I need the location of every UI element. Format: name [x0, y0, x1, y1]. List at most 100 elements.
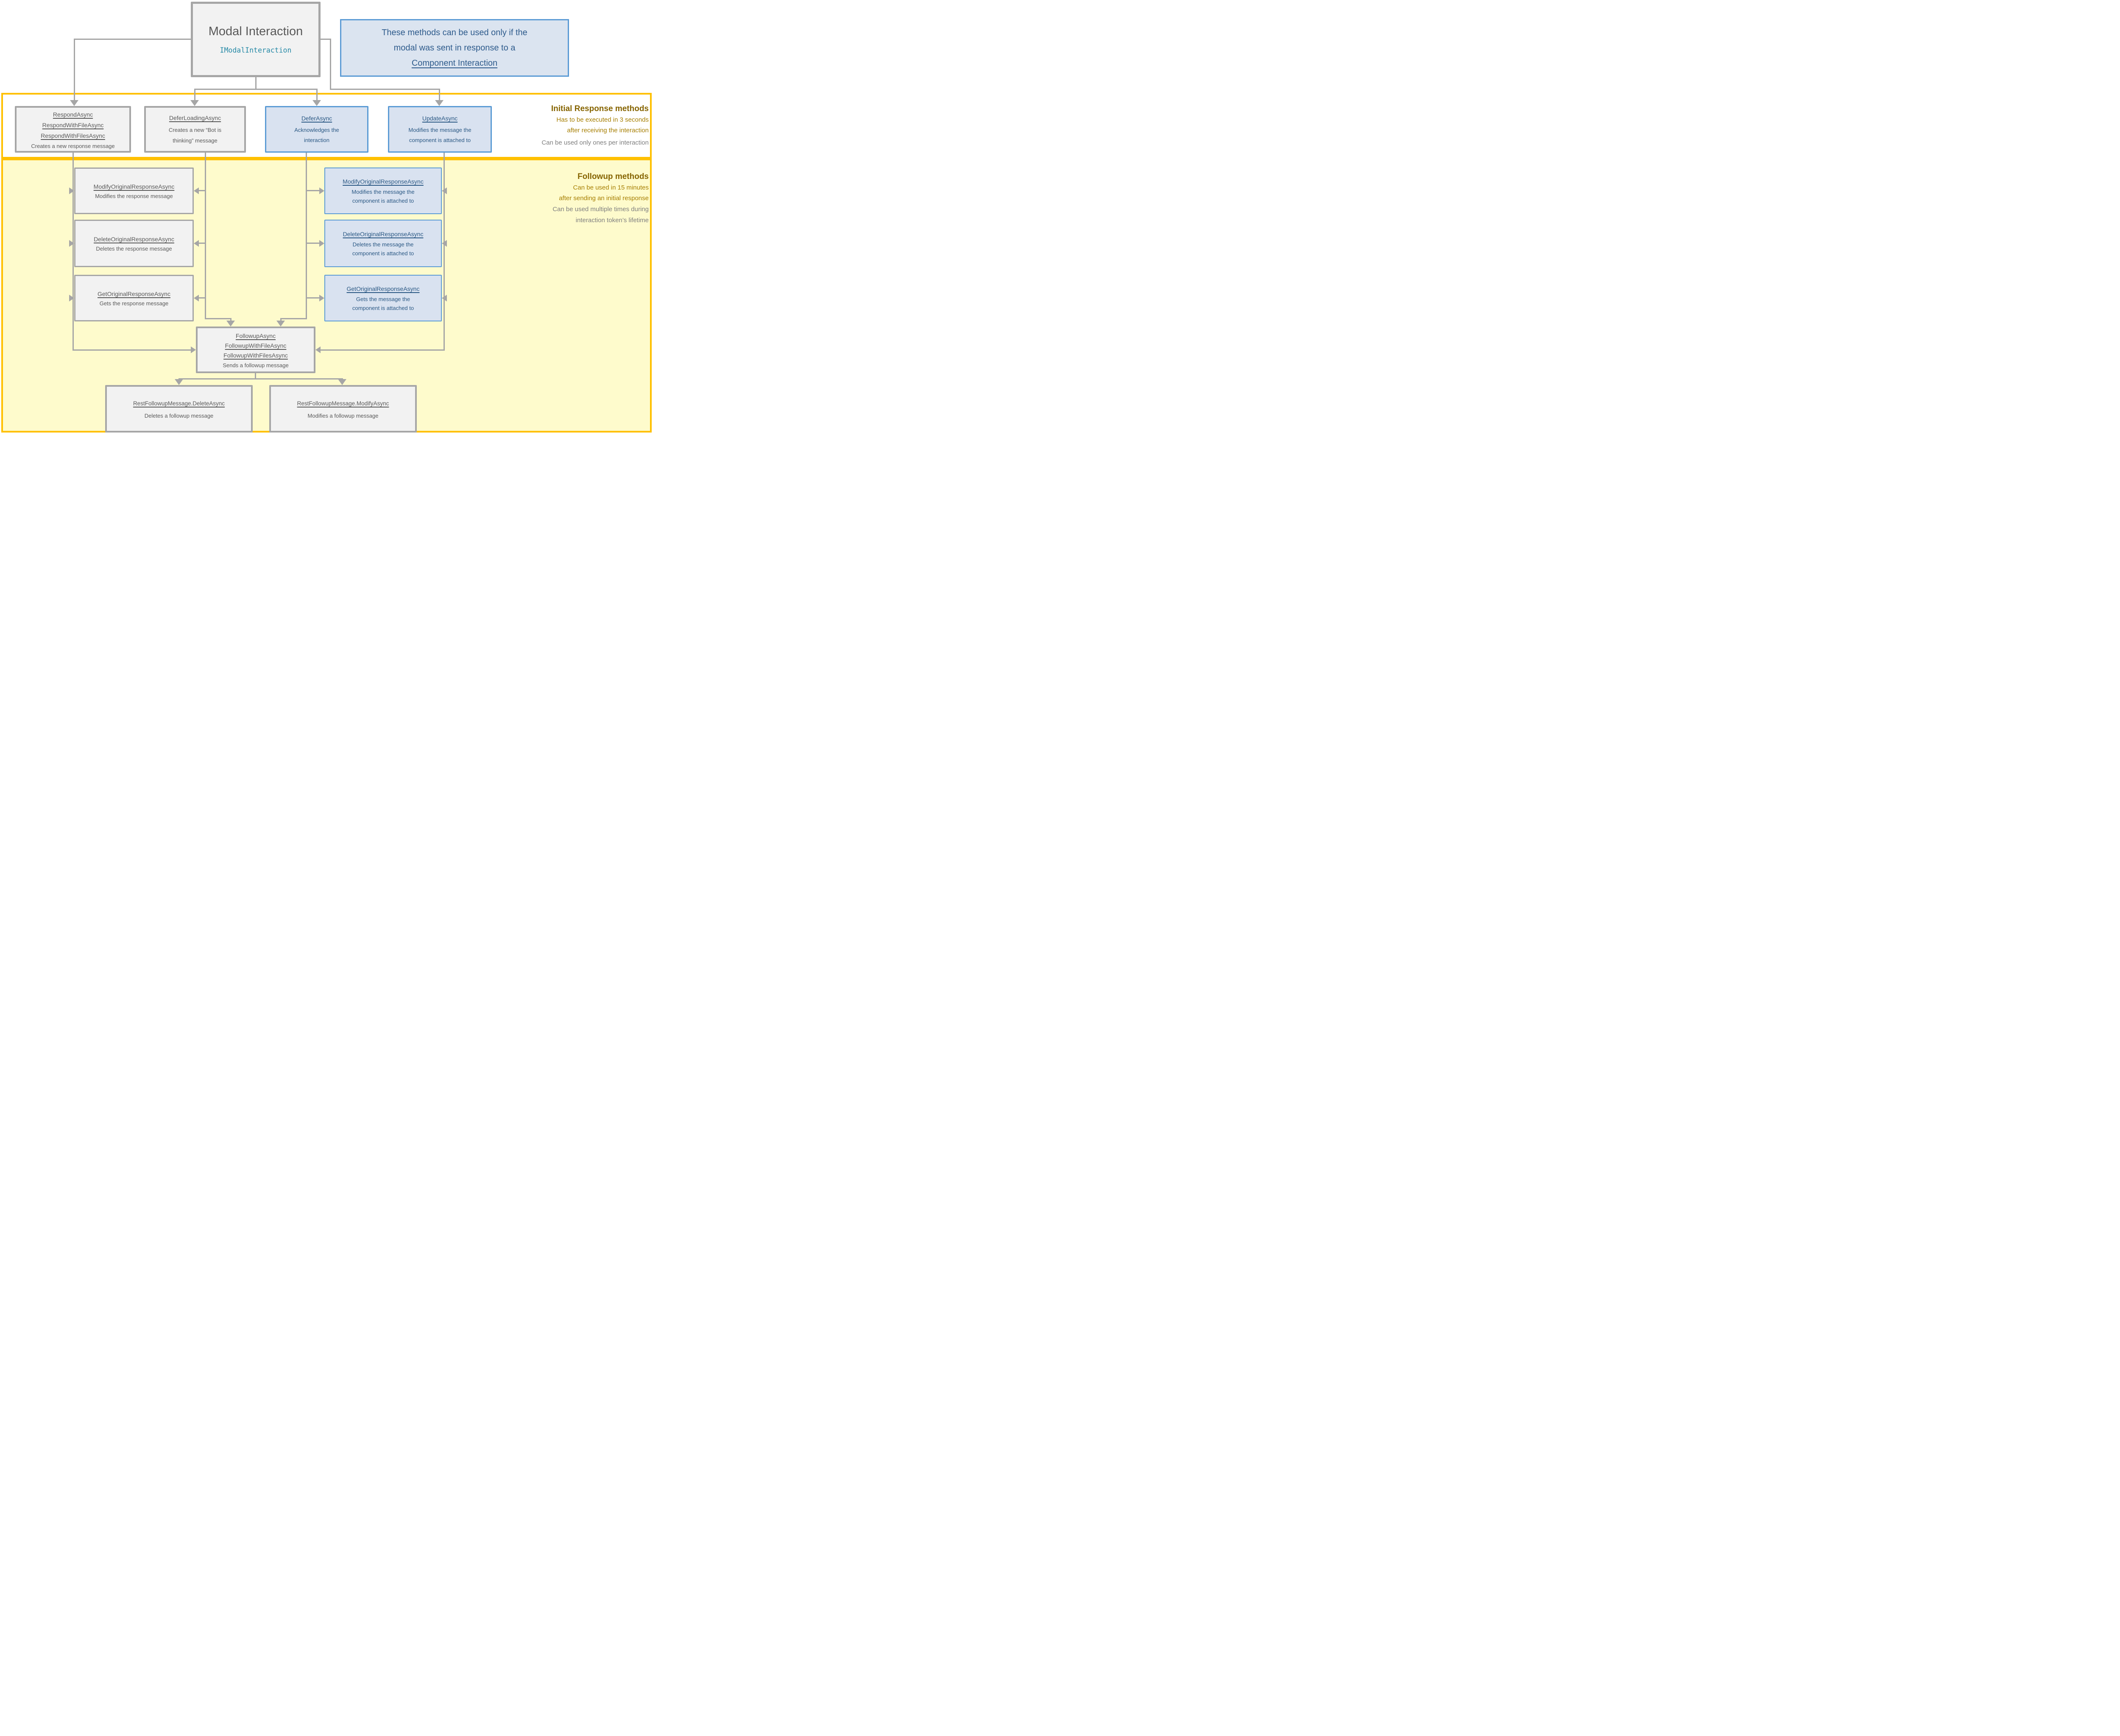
method-link-deferloadingasync[interactable]: DeferLoadingAsync — [169, 114, 221, 121]
method-link-followupwithfilesasync[interactable]: FollowupWithFilesAsync — [223, 352, 288, 359]
initial-response-note-line: after receiving the interaction — [567, 127, 649, 134]
line-segment — [205, 153, 206, 319]
method-link-deferasync[interactable]: DeferAsync — [301, 115, 332, 122]
line-segment — [194, 89, 195, 101]
box-description: Deletes the response message — [96, 246, 172, 252]
arrowhead-right — [319, 295, 324, 301]
box-update-async: UpdateAsync Modifies the message the com… — [388, 106, 492, 153]
arrowhead-left — [442, 295, 447, 301]
line-segment — [74, 39, 191, 40]
line-segment — [439, 89, 440, 101]
method-link-getoriginalresponseasync[interactable]: GetOriginalResponseAsync — [346, 285, 420, 292]
method-link-modifyoriginalresponseasync[interactable]: ModifyOriginalResponseAsync — [343, 178, 424, 185]
line-segment — [330, 39, 331, 90]
method-link-modifyoriginalresponseasync[interactable]: ModifyOriginalResponseAsync — [93, 183, 175, 190]
box-respond-async: RespondAsync RespondWithFileAsync Respon… — [15, 106, 131, 153]
box-modal-interaction: Modal Interaction IModalInteraction — [191, 2, 321, 77]
arrowhead-down — [190, 100, 199, 106]
note-box-component-interaction: These methods can be used only if the mo… — [340, 19, 569, 77]
arrowhead-down — [435, 100, 444, 106]
arrowhead-down — [175, 379, 183, 385]
arrowhead-left — [194, 240, 199, 247]
box-get-original-response: GetOriginalResponseAsync Gets the respon… — [74, 275, 194, 321]
box-defer-loading-async: DeferLoadingAsync Creates a new “Bot is … — [144, 106, 246, 153]
arrowhead-left — [442, 240, 447, 247]
box-get-original-response-component: GetOriginalResponseAsync Gets the messag… — [324, 275, 442, 321]
line-segment — [444, 153, 445, 351]
note-line: These methods can be used only if the — [382, 28, 527, 37]
arrowhead-right — [319, 187, 324, 194]
line-segment — [255, 373, 256, 379]
box-modify-original-response-component: ModifyOriginalResponseAsync Modifies the… — [324, 167, 442, 214]
arrowhead-left — [194, 295, 199, 301]
arrowhead-left — [194, 187, 199, 194]
followup-note-line: Can be used in 15 minutes — [573, 184, 649, 191]
arrowhead-left — [315, 346, 321, 353]
box-description: Gets the message the component is attach… — [352, 296, 414, 311]
followup-title: Followup methods — [577, 172, 649, 181]
arrowhead-right — [319, 240, 324, 247]
box-description: Modifies the response message — [95, 193, 173, 199]
method-link-restfollowupmessage-modifyasync[interactable]: RestFollowupMessage.ModifyAsync — [297, 400, 389, 407]
box-description: Modifies the message the component is at… — [408, 127, 471, 143]
box-description: Acknowledges the interaction — [294, 127, 339, 143]
box-description: Sends a followup message — [223, 362, 289, 368]
method-link-respondasync[interactable]: RespondAsync — [53, 111, 93, 118]
arrowhead-right — [69, 187, 74, 194]
line-segment — [73, 349, 191, 351]
line-segment — [306, 297, 319, 299]
method-link-respondwithfilesasync[interactable]: RespondWithFilesAsync — [41, 132, 105, 139]
method-link-getoriginalresponseasync[interactable]: GetOriginalResponseAsync — [98, 290, 170, 297]
box-description: Creates a new response message — [31, 142, 115, 149]
method-link-updateasync[interactable]: UpdateAsync — [422, 115, 458, 122]
line-segment — [321, 349, 444, 351]
arrowhead-down — [70, 100, 78, 106]
line-segment — [306, 190, 319, 191]
modal-interaction-title: Modal Interaction — [208, 25, 303, 38]
line-segment — [73, 153, 74, 351]
method-link-restfollowupmessage-deleteasync[interactable]: RestFollowupMessage.DeleteAsync — [133, 400, 225, 407]
method-link-deleteoriginalresponseasync[interactable]: DeleteOriginalResponseAsync — [94, 236, 174, 243]
box-description: Deletes the message the component is att… — [352, 241, 414, 257]
note-line: modal was sent in response to a — [393, 43, 516, 53]
component-interaction-link[interactable]: Component Interaction — [411, 59, 498, 68]
line-segment — [205, 318, 232, 319]
line-segment — [230, 318, 232, 321]
followup-note-line: Can be used multiple times during — [552, 206, 649, 213]
imodalinteraction-code-label: IModalInteraction — [220, 46, 292, 54]
box-description: Creates a new “Bot is thinking” message — [168, 127, 222, 144]
line-segment — [330, 89, 440, 90]
box-modify-original-response: ModifyOriginalResponseAsync Modifies the… — [74, 167, 194, 214]
line-segment — [199, 297, 206, 299]
method-link-deleteoriginalresponseasync[interactable]: DeleteOriginalResponseAsync — [343, 230, 424, 237]
line-segment — [194, 89, 318, 90]
arrowhead-right — [191, 346, 196, 353]
arrowhead-right — [69, 240, 74, 247]
box-delete-original-response-component: DeleteOriginalResponseAsync Deletes the … — [324, 220, 442, 267]
initial-response-title: Initial Response methods — [551, 104, 649, 113]
arrowhead-down — [226, 321, 235, 327]
line-segment — [74, 39, 75, 101]
initial-response-text-block: Initial Response methods Has to be execu… — [541, 103, 649, 148]
initial-response-note-line: Has to be executed in 3 seconds — [556, 116, 649, 123]
box-defer-async: DeferAsync Acknowledges the interaction — [265, 106, 368, 153]
arrowhead-down — [312, 100, 321, 106]
followup-text-block: Followup methods Can be used in 15 minut… — [552, 171, 649, 226]
box-description: Gets the response message — [99, 300, 169, 307]
line-segment — [306, 153, 307, 319]
method-link-followupwithfileasync[interactable]: FollowupWithFileAsync — [225, 342, 287, 349]
method-link-followupasync[interactable]: FollowupAsync — [235, 332, 276, 339]
box-description: Modifies the message the component is at… — [351, 188, 415, 204]
diagram-canvas: Initial Response methods Has to be execu… — [0, 0, 653, 434]
box-restfollowupmessage-deleteasync: RestFollowupMessage.DeleteAsync Deletes … — [105, 385, 253, 433]
line-segment — [199, 190, 206, 191]
box-description: Deletes a followup message — [144, 413, 214, 419]
arrowhead-left — [442, 187, 447, 194]
line-segment — [280, 318, 282, 321]
box-delete-original-response: DeleteOriginalResponseAsync Deletes the … — [74, 220, 194, 267]
followup-note-line: after sending an initial response — [559, 195, 649, 202]
method-link-respondwithfileasync[interactable]: RespondWithFileAsync — [42, 121, 104, 128]
box-description: Modifies a followup message — [307, 413, 379, 419]
arrowhead-down — [338, 379, 346, 385]
line-segment — [306, 243, 319, 244]
